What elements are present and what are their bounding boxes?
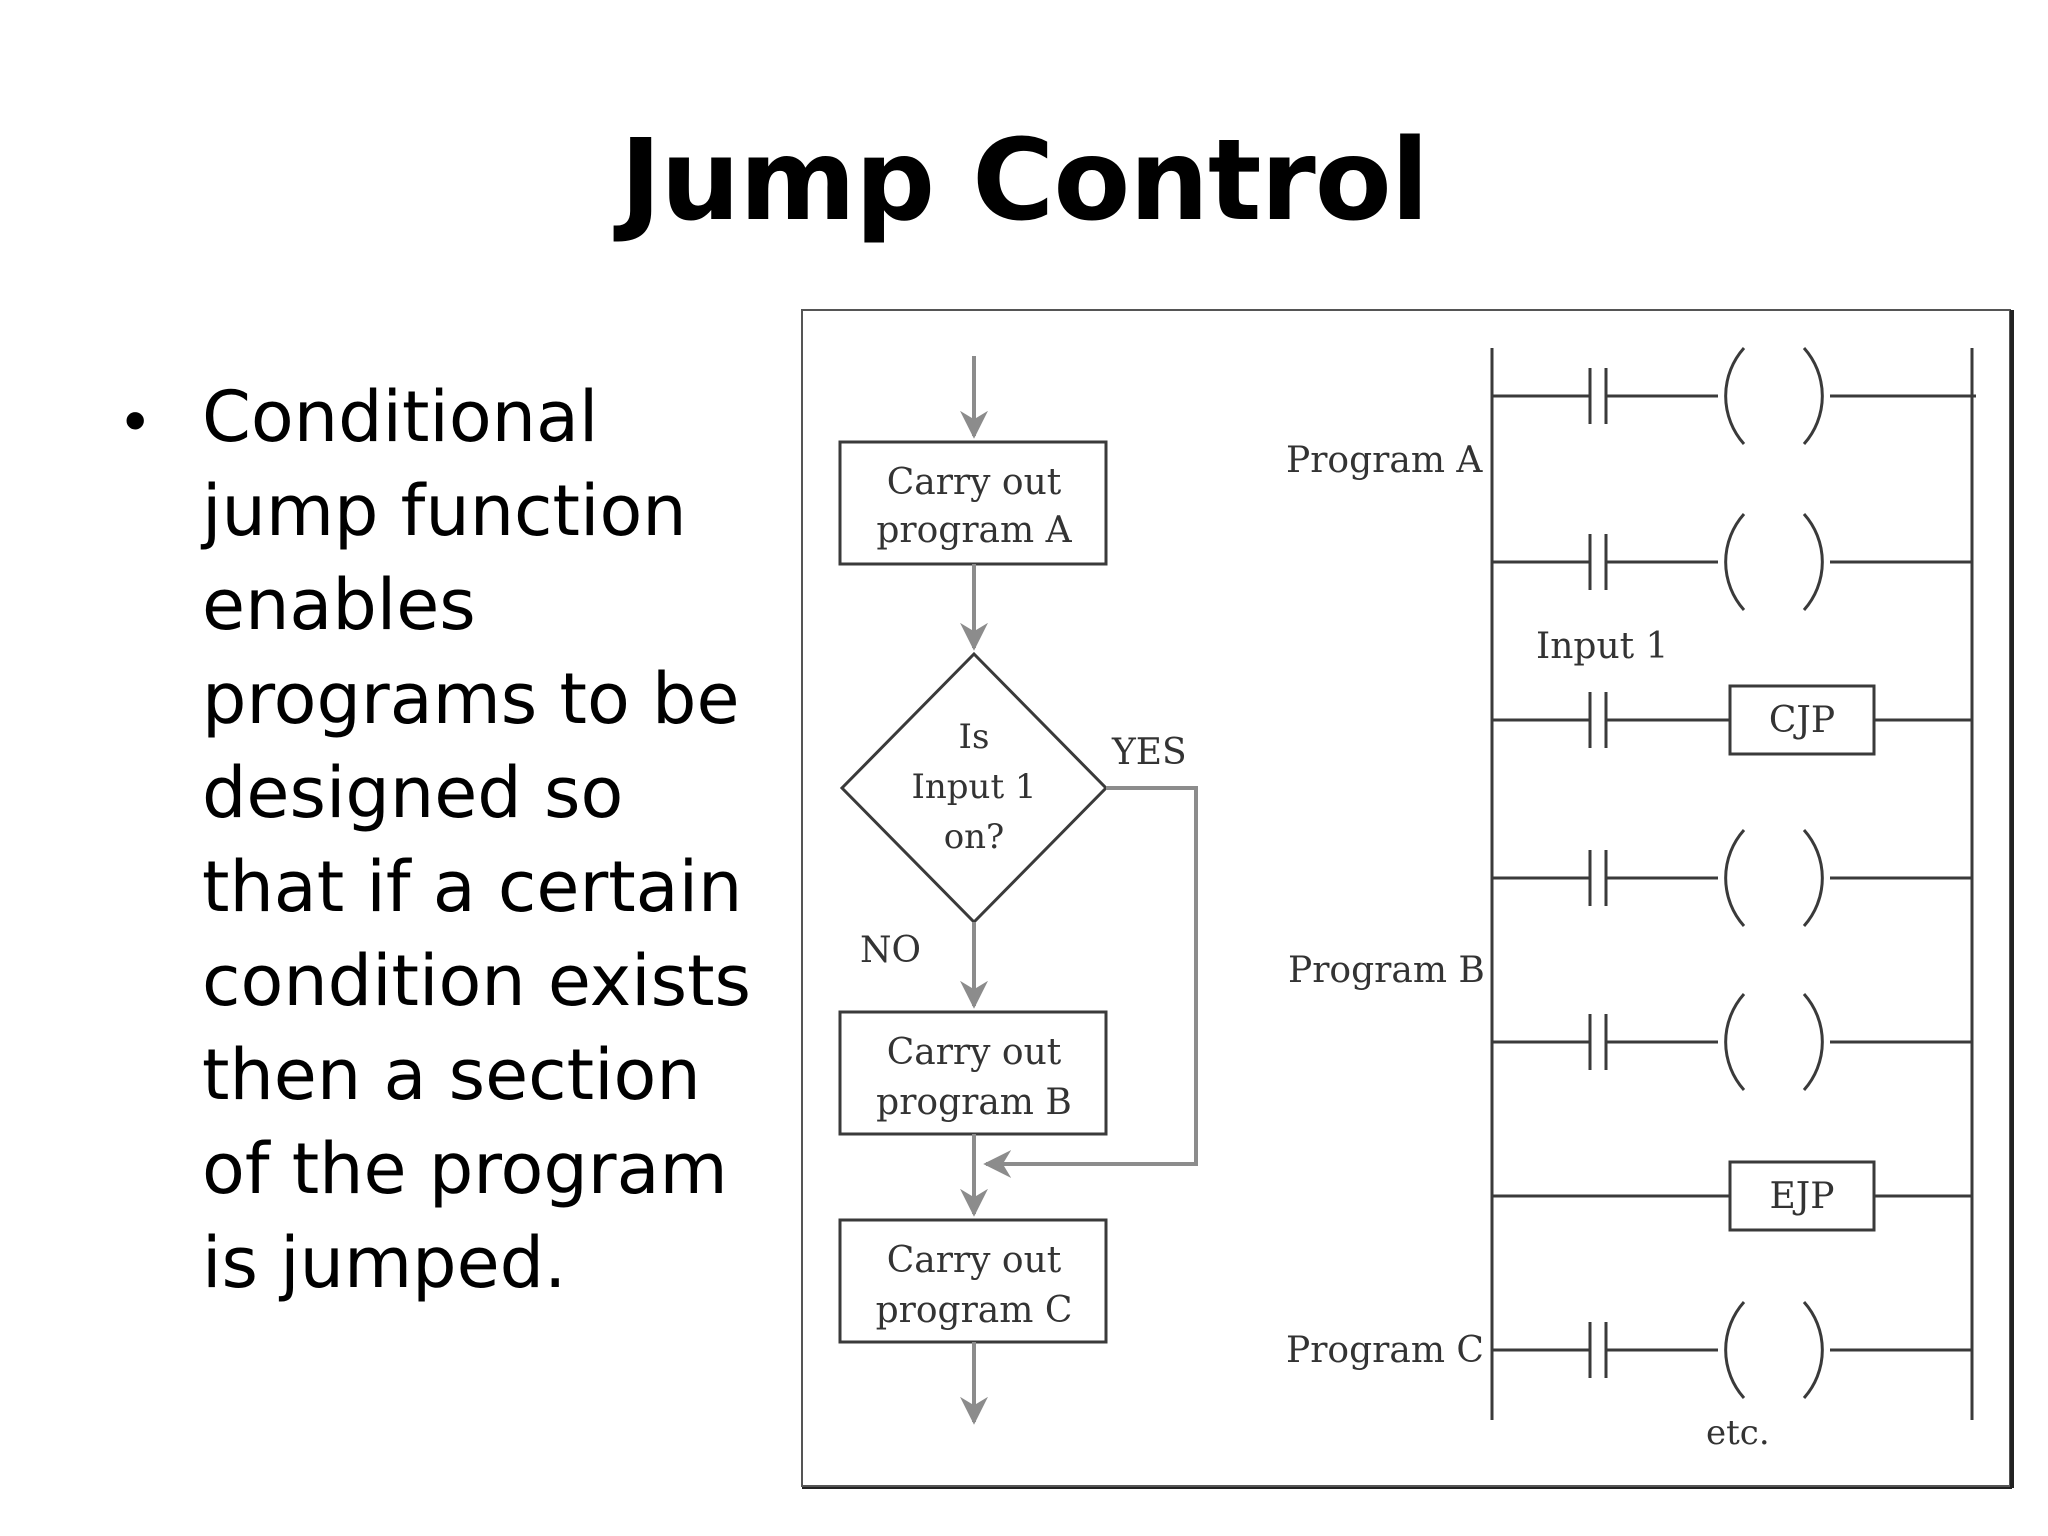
flow-box-c-line1: Carry out: [887, 1240, 1062, 1281]
rung-1: [1492, 347, 1976, 445]
rung-ejp: [1492, 1160, 1972, 1232]
flow-box-program-a: [838, 440, 1108, 566]
slide-title: Jump Control: [619, 116, 1429, 246]
ladder-labels: Program A Input 1 CJP Program B EJP Prog…: [1286, 440, 1835, 1453]
flow-box-program-c: [838, 1218, 1108, 1344]
bullet-line: programs to be: [202, 658, 740, 740]
rung-cjp: [1492, 684, 1972, 756]
jump-control-figure: Carry out program A Is Input 1 on? YES N…: [800, 308, 2014, 1495]
flow-yes-label: YES: [1111, 732, 1187, 773]
bullet-line: Conditional: [202, 376, 599, 458]
coil-left-arc: [1724, 347, 1746, 445]
bullet-line: designed so: [202, 752, 624, 834]
flowchart: Carry out program A Is Input 1 on? YES N…: [838, 356, 1198, 1425]
flow-yes-path: [983, 786, 1198, 1178]
decision-line2: Input 1: [911, 767, 1036, 807]
ladder-diagram: [1490, 347, 1976, 1420]
bullet-line: is jumped.: [202, 1222, 567, 1304]
label-etc: etc.: [1706, 1413, 1770, 1453]
bullet-line: then a section: [202, 1034, 701, 1116]
flow-box-a-line2: program A: [876, 510, 1072, 551]
bullet-line: enables: [202, 564, 476, 646]
label-program-a: Program A: [1286, 440, 1483, 481]
bullet-line: condition exists: [202, 940, 751, 1022]
flow-box-b-line1: Carry out: [887, 1032, 1062, 1073]
decision-line3: on?: [944, 817, 1005, 857]
coil-right-arc: [1802, 347, 1824, 445]
bullet-line: of the program: [202, 1128, 728, 1210]
rung-5: [1492, 993, 1972, 1091]
bullet-line: jump function: [202, 470, 687, 552]
ejp-label: EJP: [1770, 1176, 1835, 1217]
rung-7: [1492, 1301, 1972, 1399]
bullet-text: Conditional jump function enables progra…: [202, 370, 842, 1310]
flow-box-a-line1: Carry out: [887, 462, 1062, 503]
flow-no-label: NO: [860, 930, 921, 971]
rung-2: [1492, 513, 1972, 611]
decision-line1: Is: [959, 717, 990, 757]
flow-box-program-b: [838, 1010, 1108, 1136]
label-program-b: Program B: [1288, 950, 1485, 991]
flow-box-c-line2: program C: [876, 1290, 1073, 1331]
figure-svg: Carry out program A Is Input 1 on? YES N…: [801, 309, 2014, 1489]
label-program-c: Program C: [1286, 1330, 1484, 1371]
bullet-marker: •: [124, 384, 147, 456]
cjp-label: CJP: [1769, 700, 1835, 741]
flow-box-b-line2: program B: [876, 1082, 1072, 1123]
rung-4: [1492, 829, 1972, 927]
label-input-1: Input 1: [1536, 626, 1668, 667]
bullet-line: that if a certain: [202, 846, 743, 928]
